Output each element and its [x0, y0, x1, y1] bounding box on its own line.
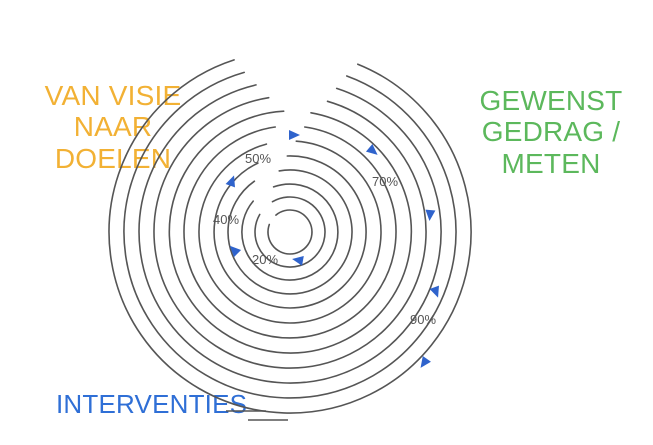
ring-arc-9 — [138, 84, 442, 384]
flow-arrow-icon-7 — [420, 356, 431, 368]
ring-arc-5 — [198, 140, 382, 324]
ring-arc-3 — [227, 169, 353, 295]
label-line: DOELEN — [54, 142, 172, 174]
ring-group — [108, 59, 472, 421]
percent-label-40: 40% — [213, 212, 239, 227]
arrow-group — [225, 130, 439, 368]
label-line: NAAR — [73, 111, 153, 143]
label-gewenst-gedrag-meten: GEWENST GEDRAG / METEN — [466, 85, 636, 179]
ring-arc-1 — [254, 196, 326, 268]
ring-arc-0 — [267, 209, 313, 255]
flow-arrow-icon-1 — [229, 245, 242, 258]
label-line: METEN — [501, 147, 601, 179]
ring-arc-8 — [153, 96, 427, 369]
label-line: VAN VISIE — [44, 80, 182, 111]
flow-arrow-icon-0 — [292, 255, 304, 266]
ring-arc-4 — [213, 155, 367, 309]
percent-label-70: 70% — [372, 174, 398, 189]
label-van-visie-naar-doelen: VAN VISIE NAAR DOELEN — [38, 80, 188, 174]
percent-label-50: 50% — [245, 151, 271, 166]
flow-arrow-icon-3 — [289, 130, 300, 140]
flow-arrow-icon-5 — [425, 209, 436, 221]
percent-label-20: 20% — [252, 252, 278, 267]
ring-arc-7 — [168, 110, 413, 354]
ring-arc-10 — [123, 71, 457, 399]
flow-arrow-icon-6 — [429, 285, 439, 298]
label-interventies: INTERVENTIES — [56, 389, 248, 419]
label-line: GEDRAG / — [481, 116, 621, 148]
ring-arc-6 — [183, 126, 397, 339]
label-line: GEWENST — [479, 85, 623, 116]
flow-arrow-icon-4 — [365, 143, 378, 155]
percent-label-90: 90% — [410, 312, 436, 327]
flow-arrow-icon-2 — [225, 175, 235, 188]
ring-arc-2 — [241, 183, 339, 281]
ring-arc-11 — [108, 59, 472, 414]
label-line: INTERVENTIES — [56, 389, 248, 419]
